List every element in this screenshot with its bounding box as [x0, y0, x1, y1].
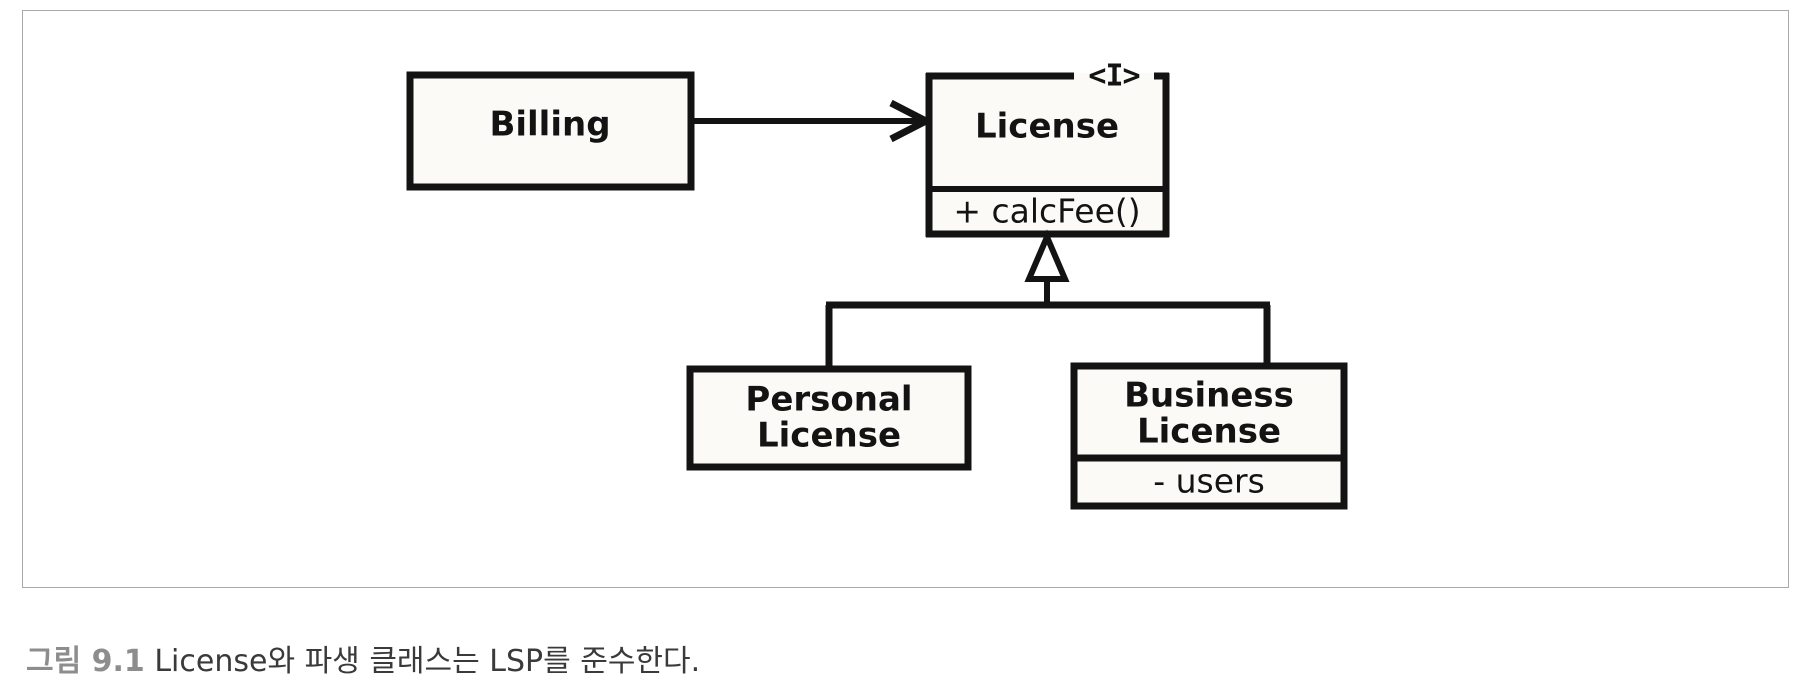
license-class-name: License	[975, 107, 1119, 147]
license-operations-compartment-fill	[926, 188, 1169, 237]
personal-license-box	[686, 365, 972, 471]
business-license-name-line1: Business	[1124, 376, 1294, 416]
personal-license-name-line1: Personal	[745, 380, 912, 420]
class-node-license[interactable]: <I> License + calcFee()	[925, 59, 1170, 238]
billing-box	[406, 71, 695, 191]
class-node-billing[interactable]: Billing	[406, 71, 695, 191]
generalization-connector	[825, 229, 1271, 369]
association-arrow-billing-license	[691, 99, 934, 143]
generalization-triangle-icon	[1024, 229, 1070, 282]
figure-caption-space	[145, 644, 155, 679]
figure-caption-label: 그림 9.1	[26, 644, 145, 679]
personal-license-name-line2: License	[757, 416, 901, 456]
class-node-personal-license[interactable]: Personal License	[686, 365, 972, 471]
business-license-name-compartment	[1070, 362, 1348, 462]
figure-caption: 그림 9.1 License와 파생 클래스는 LSP를 준수한다.	[26, 636, 1726, 680]
license-operation-calcfee: + calcFee()	[953, 192, 1140, 231]
business-license-attributes-compartment	[1070, 454, 1348, 510]
billing-class-name: Billing	[489, 105, 610, 145]
license-name-compartment-fill	[926, 73, 1169, 188]
business-license-attribute-users: - users	[1153, 462, 1265, 501]
class-node-business-license[interactable]: Business License - users	[1070, 362, 1348, 510]
business-license-name-line2: License	[1137, 412, 1281, 452]
interface-stereotype-marker: <I>	[1088, 59, 1139, 94]
figure-panel: Billing	[22, 10, 1789, 588]
uml-class-diagram: Billing	[406, 59, 1348, 510]
figure-caption-text: License와 파생 클래스는 LSP를 준수한다.	[154, 644, 701, 679]
